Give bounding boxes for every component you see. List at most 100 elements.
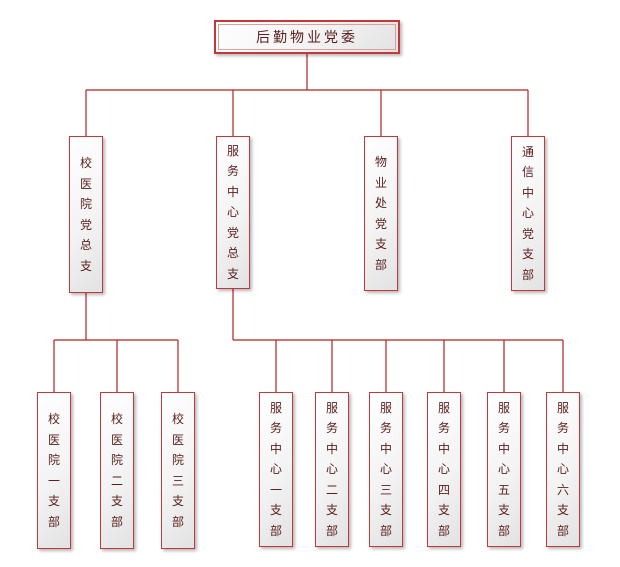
node-char: 务 bbox=[379, 421, 392, 436]
node-char: 务 bbox=[437, 421, 450, 436]
node-char: 中 bbox=[437, 441, 450, 456]
node-char: 中 bbox=[379, 441, 392, 456]
node-char: 中 bbox=[325, 441, 338, 456]
node-char: 医 bbox=[79, 176, 92, 191]
node-char: 院 bbox=[110, 453, 123, 467]
node-char: 支 bbox=[325, 503, 338, 518]
node-char: 二 bbox=[110, 473, 123, 488]
node-c5: 服务中心二支部 bbox=[315, 392, 349, 547]
node-char: 支 bbox=[379, 503, 392, 518]
node-char: 服 bbox=[226, 143, 239, 158]
node-char: 院 bbox=[47, 453, 60, 467]
node-char: 心 bbox=[556, 462, 569, 477]
node-char: 服 bbox=[269, 400, 282, 415]
node-b4: 通信中心党支部 bbox=[511, 136, 545, 291]
node-char: 部 bbox=[374, 257, 387, 272]
node-label: 校医院二支部 bbox=[111, 409, 123, 532]
node-char: 三 bbox=[379, 482, 392, 497]
node-char: 支 bbox=[374, 237, 387, 251]
node-char: 医 bbox=[47, 432, 60, 447]
node-char: 校 bbox=[110, 412, 123, 426]
node-char: 心 bbox=[379, 462, 392, 477]
node-char: 中 bbox=[521, 185, 534, 200]
node-char: 校 bbox=[47, 412, 60, 426]
node-label: 通信中心党支部 bbox=[522, 142, 534, 286]
node-c8: 服务中心五支部 bbox=[487, 392, 521, 547]
node-char: 一 bbox=[47, 473, 60, 488]
node-c2: 校医院二支部 bbox=[100, 392, 134, 549]
node-char: 心 bbox=[269, 462, 282, 477]
node-char: 服 bbox=[556, 400, 569, 415]
node-char: 心 bbox=[437, 462, 450, 477]
node-char: 中 bbox=[269, 441, 282, 456]
node-label: 校医院三支部 bbox=[172, 409, 184, 532]
node-char: 中 bbox=[497, 441, 510, 456]
node-char: 服 bbox=[325, 400, 338, 415]
node-char: 部 bbox=[171, 514, 184, 529]
node-char: 支 bbox=[226, 266, 239, 281]
node-char: 六 bbox=[556, 482, 569, 497]
node-char: 部 bbox=[325, 523, 338, 538]
node-char: 心 bbox=[497, 462, 510, 477]
node-char: 务 bbox=[497, 421, 510, 436]
node-char: 物 bbox=[374, 155, 387, 169]
node-char: 支 bbox=[556, 503, 569, 518]
node-char: 心 bbox=[521, 206, 534, 221]
node-label: 服务中心六支部 bbox=[557, 398, 569, 542]
node-char: 务 bbox=[269, 421, 282, 436]
node-char: 四 bbox=[437, 482, 450, 497]
node-char: 支 bbox=[437, 503, 450, 518]
node-char: 务 bbox=[556, 421, 569, 436]
node-char: 部 bbox=[269, 523, 282, 538]
node-label: 服务中心五支部 bbox=[498, 398, 510, 542]
node-label: 服务中心党总支 bbox=[227, 141, 239, 285]
node-char: 支 bbox=[521, 247, 534, 262]
node-char: 中 bbox=[226, 184, 239, 199]
node-c4: 服务中心一支部 bbox=[259, 392, 293, 547]
node-char: 总 bbox=[79, 238, 92, 252]
node-char: 医 bbox=[171, 432, 184, 447]
node-label: 服务中心四支部 bbox=[438, 398, 450, 542]
node-b3: 物业处党支部 bbox=[364, 136, 398, 291]
node-char: 心 bbox=[325, 462, 338, 477]
node-char: 部 bbox=[110, 514, 123, 529]
node-char: 支 bbox=[497, 503, 510, 518]
node-label: 服务中心一支部 bbox=[270, 398, 282, 542]
node-char: 支 bbox=[269, 503, 282, 518]
node-char: 部 bbox=[521, 267, 534, 282]
node-char: 务 bbox=[325, 421, 338, 436]
node-char: 部 bbox=[556, 523, 569, 538]
node-char: 业 bbox=[374, 175, 387, 190]
root-label: 后勤物业党委 bbox=[256, 30, 358, 46]
node-c6: 服务中心三支部 bbox=[369, 392, 403, 547]
node-char: 服 bbox=[497, 400, 510, 415]
node-char: 总 bbox=[226, 246, 239, 261]
node-c7: 服务中心四支部 bbox=[427, 392, 461, 547]
node-char: 通 bbox=[521, 144, 534, 159]
node-char: 校 bbox=[171, 412, 184, 426]
node-char: 医 bbox=[110, 432, 123, 447]
node-char: 服 bbox=[379, 400, 392, 415]
node-char: 党 bbox=[374, 216, 387, 231]
node-char: 三 bbox=[171, 473, 184, 488]
node-char: 一 bbox=[269, 482, 282, 497]
node-label: 校医院党总支 bbox=[80, 153, 92, 276]
node-char: 信 bbox=[521, 165, 534, 180]
node-char: 党 bbox=[226, 225, 239, 240]
node-label: 服务中心三支部 bbox=[380, 398, 392, 542]
node-char: 心 bbox=[226, 205, 239, 220]
node-char: 支 bbox=[47, 494, 60, 508]
node-char: 服 bbox=[437, 400, 450, 415]
node-char: 五 bbox=[497, 482, 510, 497]
node-c9: 服务中心六支部 bbox=[546, 392, 580, 547]
node-c1: 校医院一支部 bbox=[37, 392, 71, 549]
node-b1: 校医院党总支 bbox=[69, 136, 103, 293]
node-b2: 服务中心党总支 bbox=[216, 136, 250, 289]
node-char: 校 bbox=[79, 156, 92, 170]
node-char: 部 bbox=[379, 523, 392, 538]
node-char: 院 bbox=[171, 453, 184, 467]
node-char: 支 bbox=[171, 494, 184, 508]
node-char: 处 bbox=[374, 196, 387, 210]
node-char: 部 bbox=[437, 523, 450, 538]
node-char: 部 bbox=[47, 514, 60, 529]
